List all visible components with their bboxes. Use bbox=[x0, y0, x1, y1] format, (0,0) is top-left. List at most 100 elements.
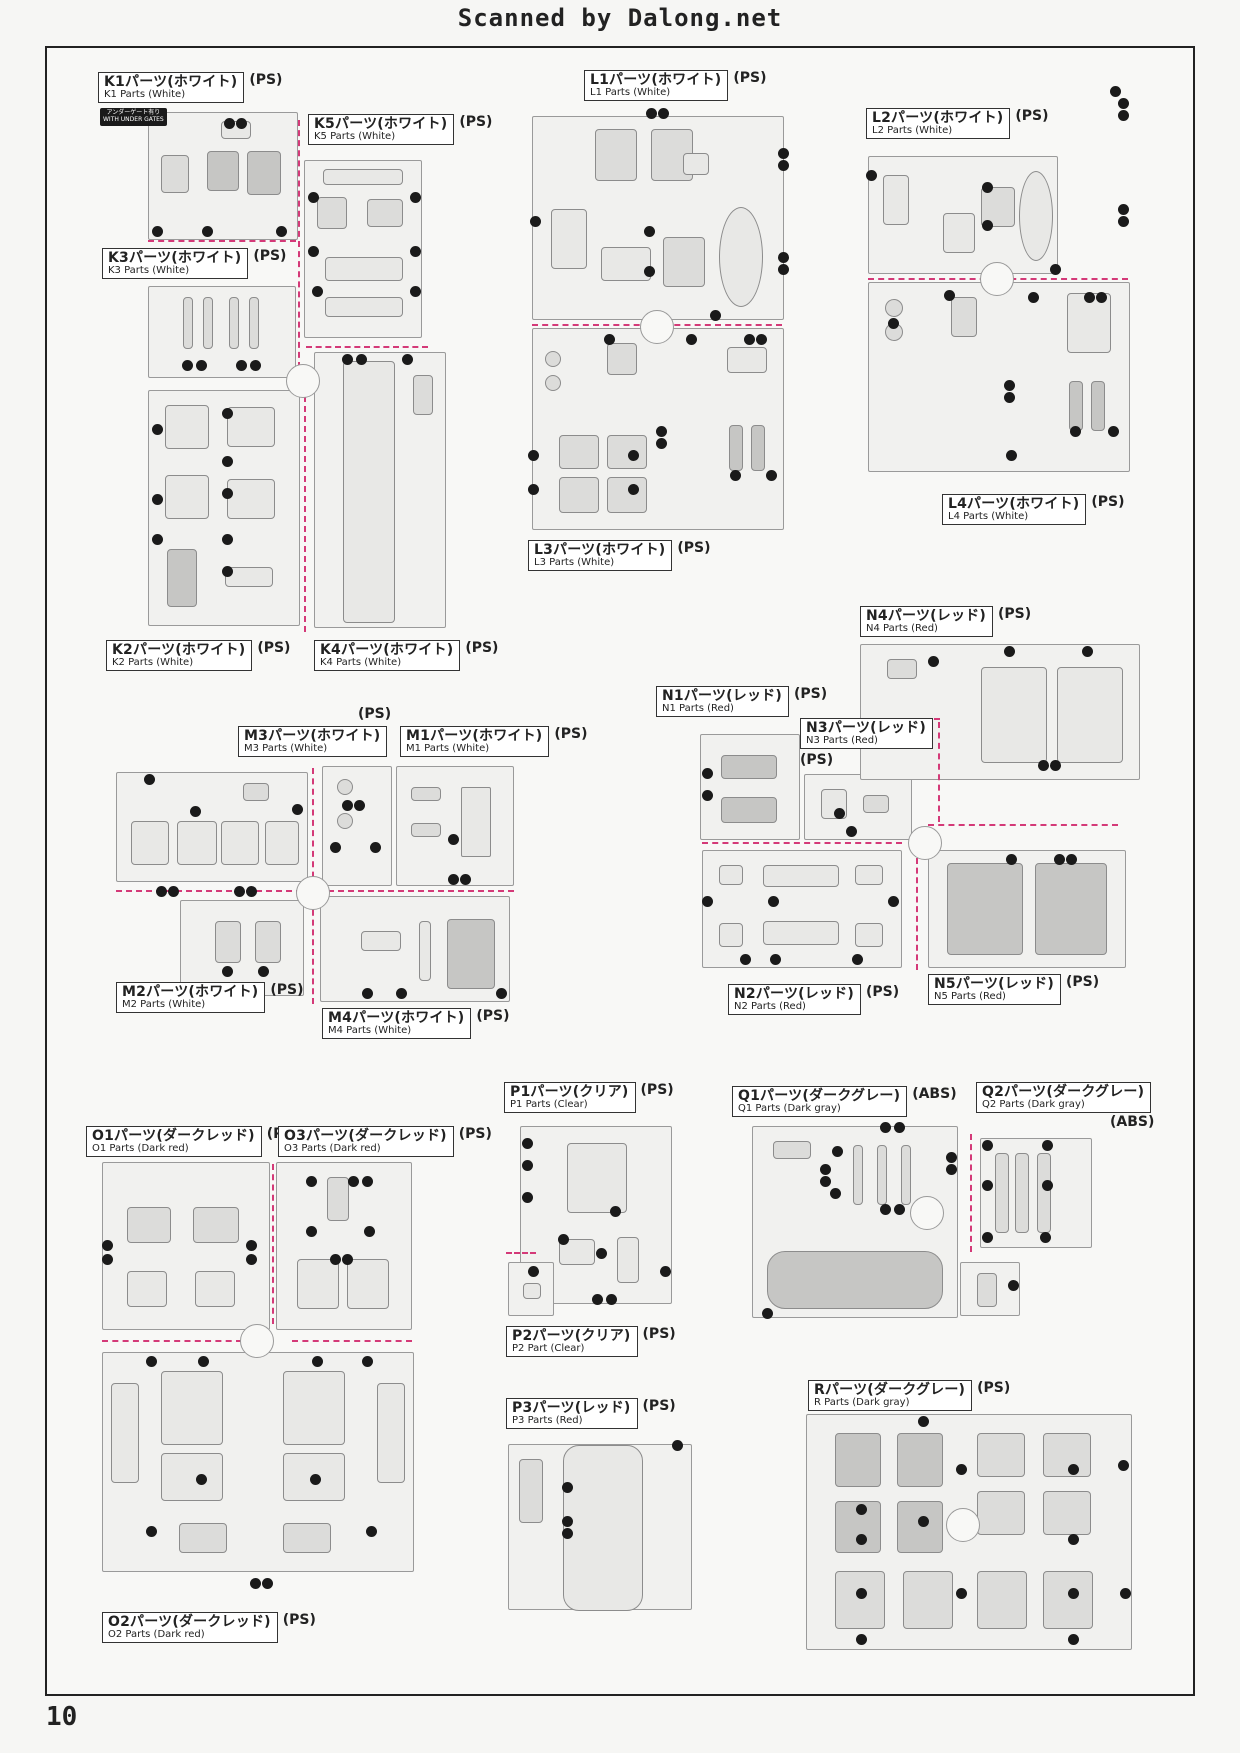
part-number-marker bbox=[356, 354, 367, 365]
part-number-marker bbox=[744, 334, 755, 345]
part-number-marker bbox=[306, 1226, 317, 1237]
part-number-marker bbox=[222, 456, 233, 467]
runner-label-k2: K2パーツ(ホワイト)K2 Parts (White)(PS) bbox=[106, 640, 290, 671]
part-number-marker bbox=[562, 1528, 573, 1539]
part bbox=[255, 921, 281, 963]
part bbox=[177, 821, 217, 865]
part-number-marker bbox=[348, 1176, 359, 1187]
part-number-marker bbox=[190, 806, 201, 817]
runner-divider bbox=[928, 824, 1118, 826]
part-number-marker bbox=[522, 1192, 533, 1203]
runner-label-en: L3 Parts (White) bbox=[534, 557, 615, 568]
part-number-marker bbox=[250, 1578, 261, 1589]
runner-label-jp: M2パーツ(ホワイト) bbox=[122, 984, 259, 1000]
runner-divider bbox=[306, 346, 428, 348]
part-number-marker bbox=[196, 1474, 207, 1485]
runner-label-m2: M2パーツ(ホワイト)M2 Parts (White)(PS) bbox=[116, 982, 304, 1013]
runner-label-m3: M3パーツ(ホワイト)M3 Parts (White) bbox=[238, 726, 388, 757]
runner-label-en: O2 Parts (Dark red) bbox=[108, 1629, 205, 1640]
part-number-marker bbox=[1038, 760, 1049, 771]
part-number-marker bbox=[1068, 1634, 1079, 1645]
part-number-marker bbox=[646, 108, 657, 119]
runner-label-k4: K4パーツ(ホワイト)K4 Parts (White)(PS) bbox=[314, 640, 498, 671]
part bbox=[897, 1501, 943, 1553]
part bbox=[461, 787, 491, 857]
part bbox=[1037, 1153, 1051, 1233]
part-number-marker bbox=[730, 470, 741, 481]
part bbox=[951, 297, 977, 337]
part bbox=[897, 1433, 943, 1487]
part bbox=[447, 919, 495, 989]
part-number-marker bbox=[740, 954, 751, 965]
part bbox=[767, 1251, 943, 1309]
runner-label-n5: N5パーツ(レッド)N5 Parts (Red)(PS) bbox=[928, 974, 1099, 1005]
part-number-marker bbox=[362, 1176, 373, 1187]
part-number-marker bbox=[1108, 426, 1119, 437]
runner-divider bbox=[292, 1340, 412, 1342]
part bbox=[325, 297, 403, 317]
runner-label-material: (PS) bbox=[459, 114, 493, 130]
part-number-marker bbox=[1050, 760, 1061, 771]
runner-label-m4: M4パーツ(ホワイト)M4 Parts (White)(PS) bbox=[322, 1008, 510, 1039]
part bbox=[297, 1259, 339, 1309]
runner-label-jp: O1パーツ(ダークレッド) bbox=[92, 1128, 255, 1144]
gate-circle bbox=[286, 364, 320, 398]
part bbox=[607, 343, 637, 375]
part-number-marker bbox=[656, 426, 667, 437]
part-number-marker bbox=[946, 1164, 957, 1175]
part bbox=[863, 795, 889, 813]
runner-l4 bbox=[868, 282, 1130, 472]
part bbox=[221, 821, 259, 865]
part bbox=[327, 1177, 349, 1221]
part-number-marker bbox=[658, 108, 669, 119]
part bbox=[559, 477, 599, 513]
runner-k2 bbox=[148, 390, 300, 626]
runner-label-jp: M3パーツ(ホワイト) bbox=[244, 728, 381, 744]
part-number-marker bbox=[522, 1138, 533, 1149]
runner-q1-tab bbox=[960, 1262, 1020, 1316]
part-number-marker bbox=[102, 1254, 113, 1265]
runner-label-q1: Q1パーツ(ダークグレー)Q1 Parts (Dark gray)(ABS) bbox=[732, 1086, 957, 1117]
part-number-marker bbox=[778, 160, 789, 171]
runner-label-en: K2 Parts (White) bbox=[112, 657, 194, 668]
part-number-marker bbox=[982, 1140, 993, 1151]
runner-divider bbox=[938, 722, 940, 822]
runner-n3 bbox=[804, 774, 912, 840]
runner-label-r: Rパーツ(ダークグレー)R Parts (Dark gray)(PS) bbox=[808, 1380, 1010, 1411]
runner-n1 bbox=[700, 734, 800, 840]
part bbox=[947, 863, 1023, 955]
part-number-marker bbox=[312, 286, 323, 297]
part bbox=[167, 549, 197, 607]
part-number-marker bbox=[448, 834, 459, 845]
part-number-marker bbox=[222, 488, 233, 499]
part-number-marker bbox=[982, 220, 993, 231]
part-number-marker bbox=[982, 1232, 993, 1243]
part-number-marker bbox=[306, 1176, 317, 1187]
part bbox=[607, 435, 647, 469]
part-number-marker bbox=[528, 484, 539, 495]
part bbox=[727, 347, 767, 373]
part-number-marker bbox=[894, 1204, 905, 1215]
part-number-marker bbox=[770, 954, 781, 965]
part bbox=[977, 1491, 1025, 1535]
part-number-marker bbox=[1118, 204, 1129, 215]
part-number-marker bbox=[1118, 216, 1129, 227]
part bbox=[545, 375, 561, 391]
runner-divider bbox=[148, 240, 296, 242]
part-number-marker bbox=[1118, 110, 1129, 121]
part-number-marker bbox=[410, 286, 421, 297]
runner-label-material: (PS) bbox=[270, 982, 304, 998]
part bbox=[179, 1523, 227, 1553]
part-number-marker bbox=[224, 118, 235, 129]
part-number-marker bbox=[1070, 426, 1081, 437]
runner-label-l1: L1パーツ(ホワイト)L1 Parts (White)(PS) bbox=[584, 70, 767, 101]
runner-p3 bbox=[508, 1444, 692, 1611]
runner-label-jp: Q2パーツ(ダークグレー) bbox=[982, 1084, 1145, 1100]
part-number-marker bbox=[530, 216, 541, 227]
part-number-marker bbox=[656, 438, 667, 449]
part bbox=[337, 779, 353, 795]
part-number-marker bbox=[944, 290, 955, 301]
part bbox=[1043, 1571, 1093, 1629]
runner-label-m1: M1パーツ(ホワイト)M1 Parts (White)(PS) bbox=[400, 726, 588, 757]
part bbox=[563, 1445, 643, 1611]
